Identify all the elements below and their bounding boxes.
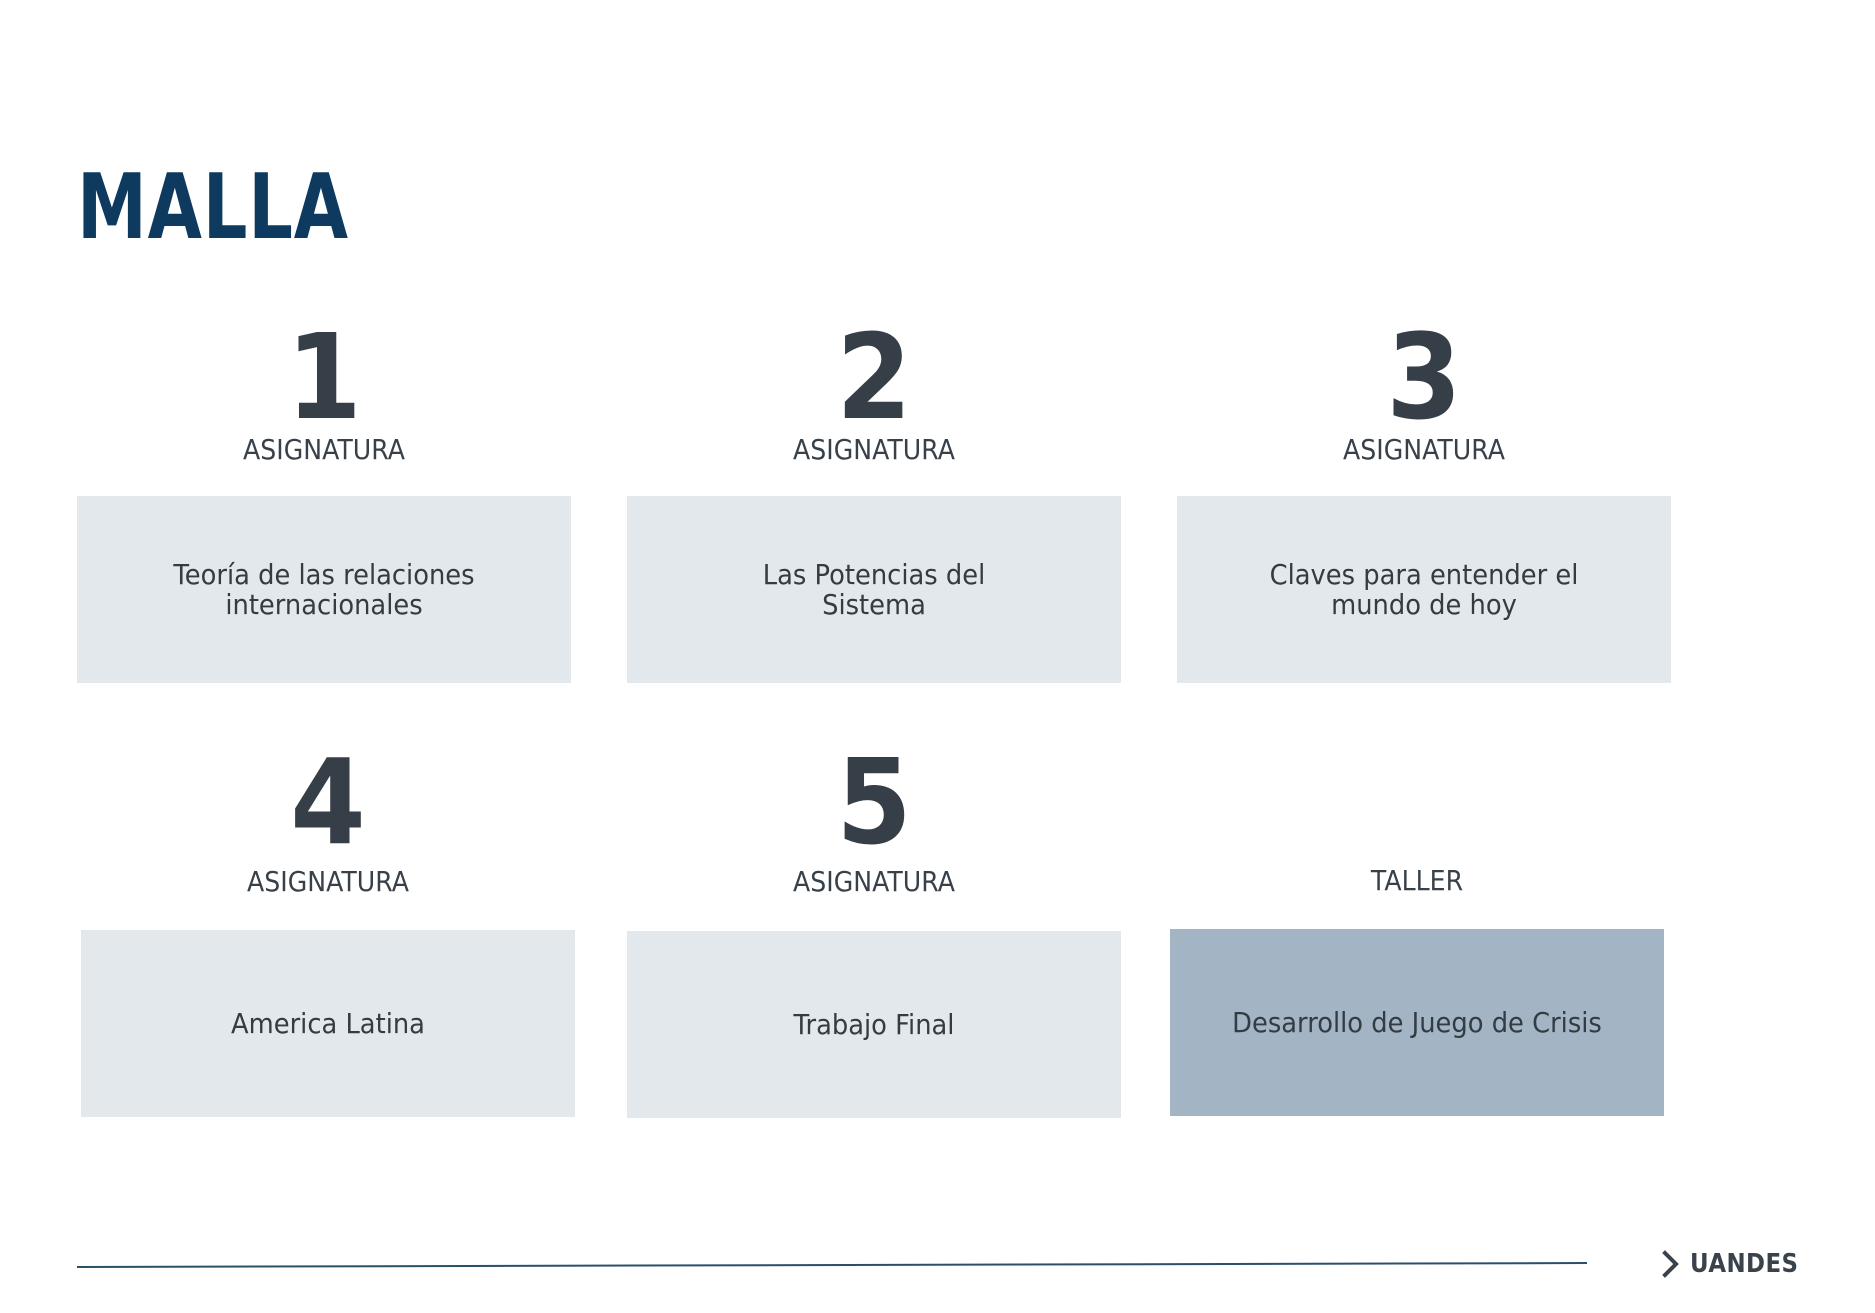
module-kind: ASIGNATURA: [793, 433, 955, 466]
module-name: Las Potencias del Sistema: [762, 557, 986, 621]
module-number: 3: [1386, 308, 1462, 446]
module-box: America Latina: [81, 930, 575, 1117]
module-box: Las Potencias del Sistema: [627, 496, 1121, 683]
module-name: Teoría de las relaciones internacionales: [173, 557, 475, 621]
footer-divider: [76, 1262, 1587, 1268]
module-kind: ASIGNATURA: [247, 865, 409, 898]
module-number: 4: [290, 733, 366, 871]
module-kind: TALLER: [1370, 864, 1464, 897]
module-kind: ASIGNATURA: [793, 865, 955, 898]
logo-text: UANDES: [1690, 1249, 1799, 1279]
uandes-logo: UANDES: [1660, 1248, 1813, 1280]
page-title: MALLA: [77, 155, 349, 260]
module-name: Desarrollo de Juego de Crisis: [1232, 1005, 1602, 1039]
module-box-highlight: Desarrollo de Juego de Crisis: [1170, 929, 1664, 1116]
module-number: 1: [286, 308, 362, 446]
module-kind: ASIGNATURA: [243, 433, 405, 466]
module-name: Trabajo Final: [793, 1007, 955, 1041]
module-kind: ASIGNATURA: [1343, 433, 1505, 466]
module-number: 2: [836, 308, 912, 446]
module-name: Claves para entender el mundo de hoy: [1269, 557, 1579, 621]
module-box: Claves para entender el mundo de hoy: [1177, 496, 1671, 683]
module-name: America Latina: [231, 1006, 425, 1040]
module-box: Teoría de las relaciones internacionales: [77, 496, 571, 683]
chevron-right-icon: [1662, 1250, 1679, 1278]
module-number: 5: [836, 733, 912, 871]
module-box: Trabajo Final: [627, 931, 1121, 1118]
